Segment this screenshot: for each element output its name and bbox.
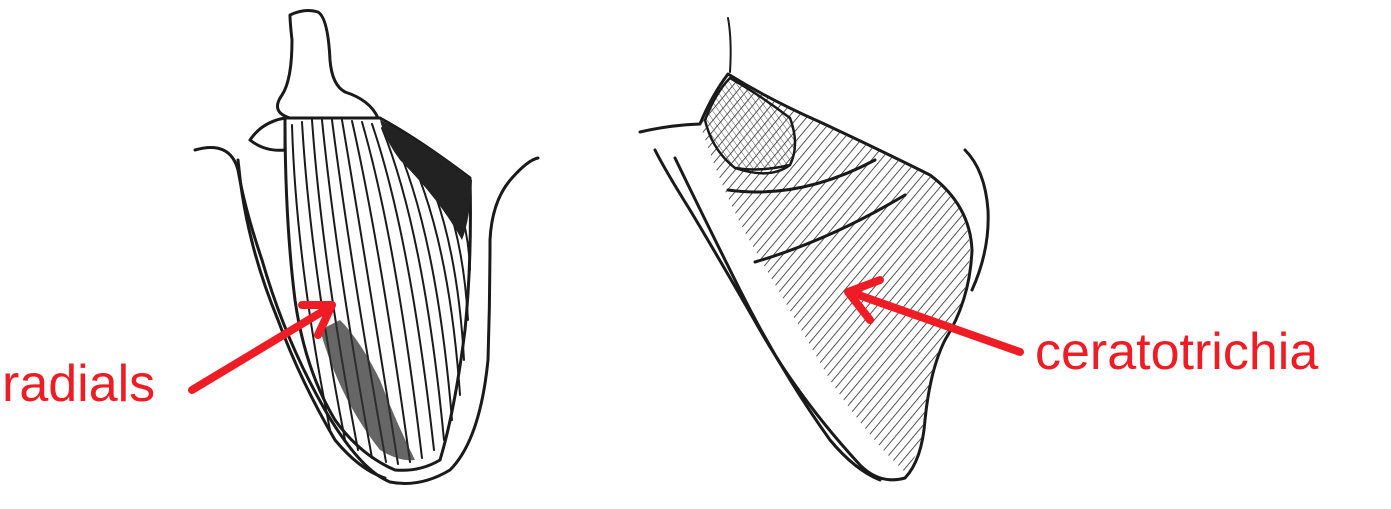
left-fin <box>195 11 538 484</box>
ceratotrichia-label: ceratotrichia <box>1035 326 1318 378</box>
right-fin-tip <box>728 18 731 72</box>
left-fin-plate <box>250 118 285 150</box>
right-fin-ridge <box>965 150 988 290</box>
left-fin-stalk <box>278 11 379 122</box>
radials-label: radials <box>2 358 155 410</box>
right-fin <box>640 18 988 480</box>
